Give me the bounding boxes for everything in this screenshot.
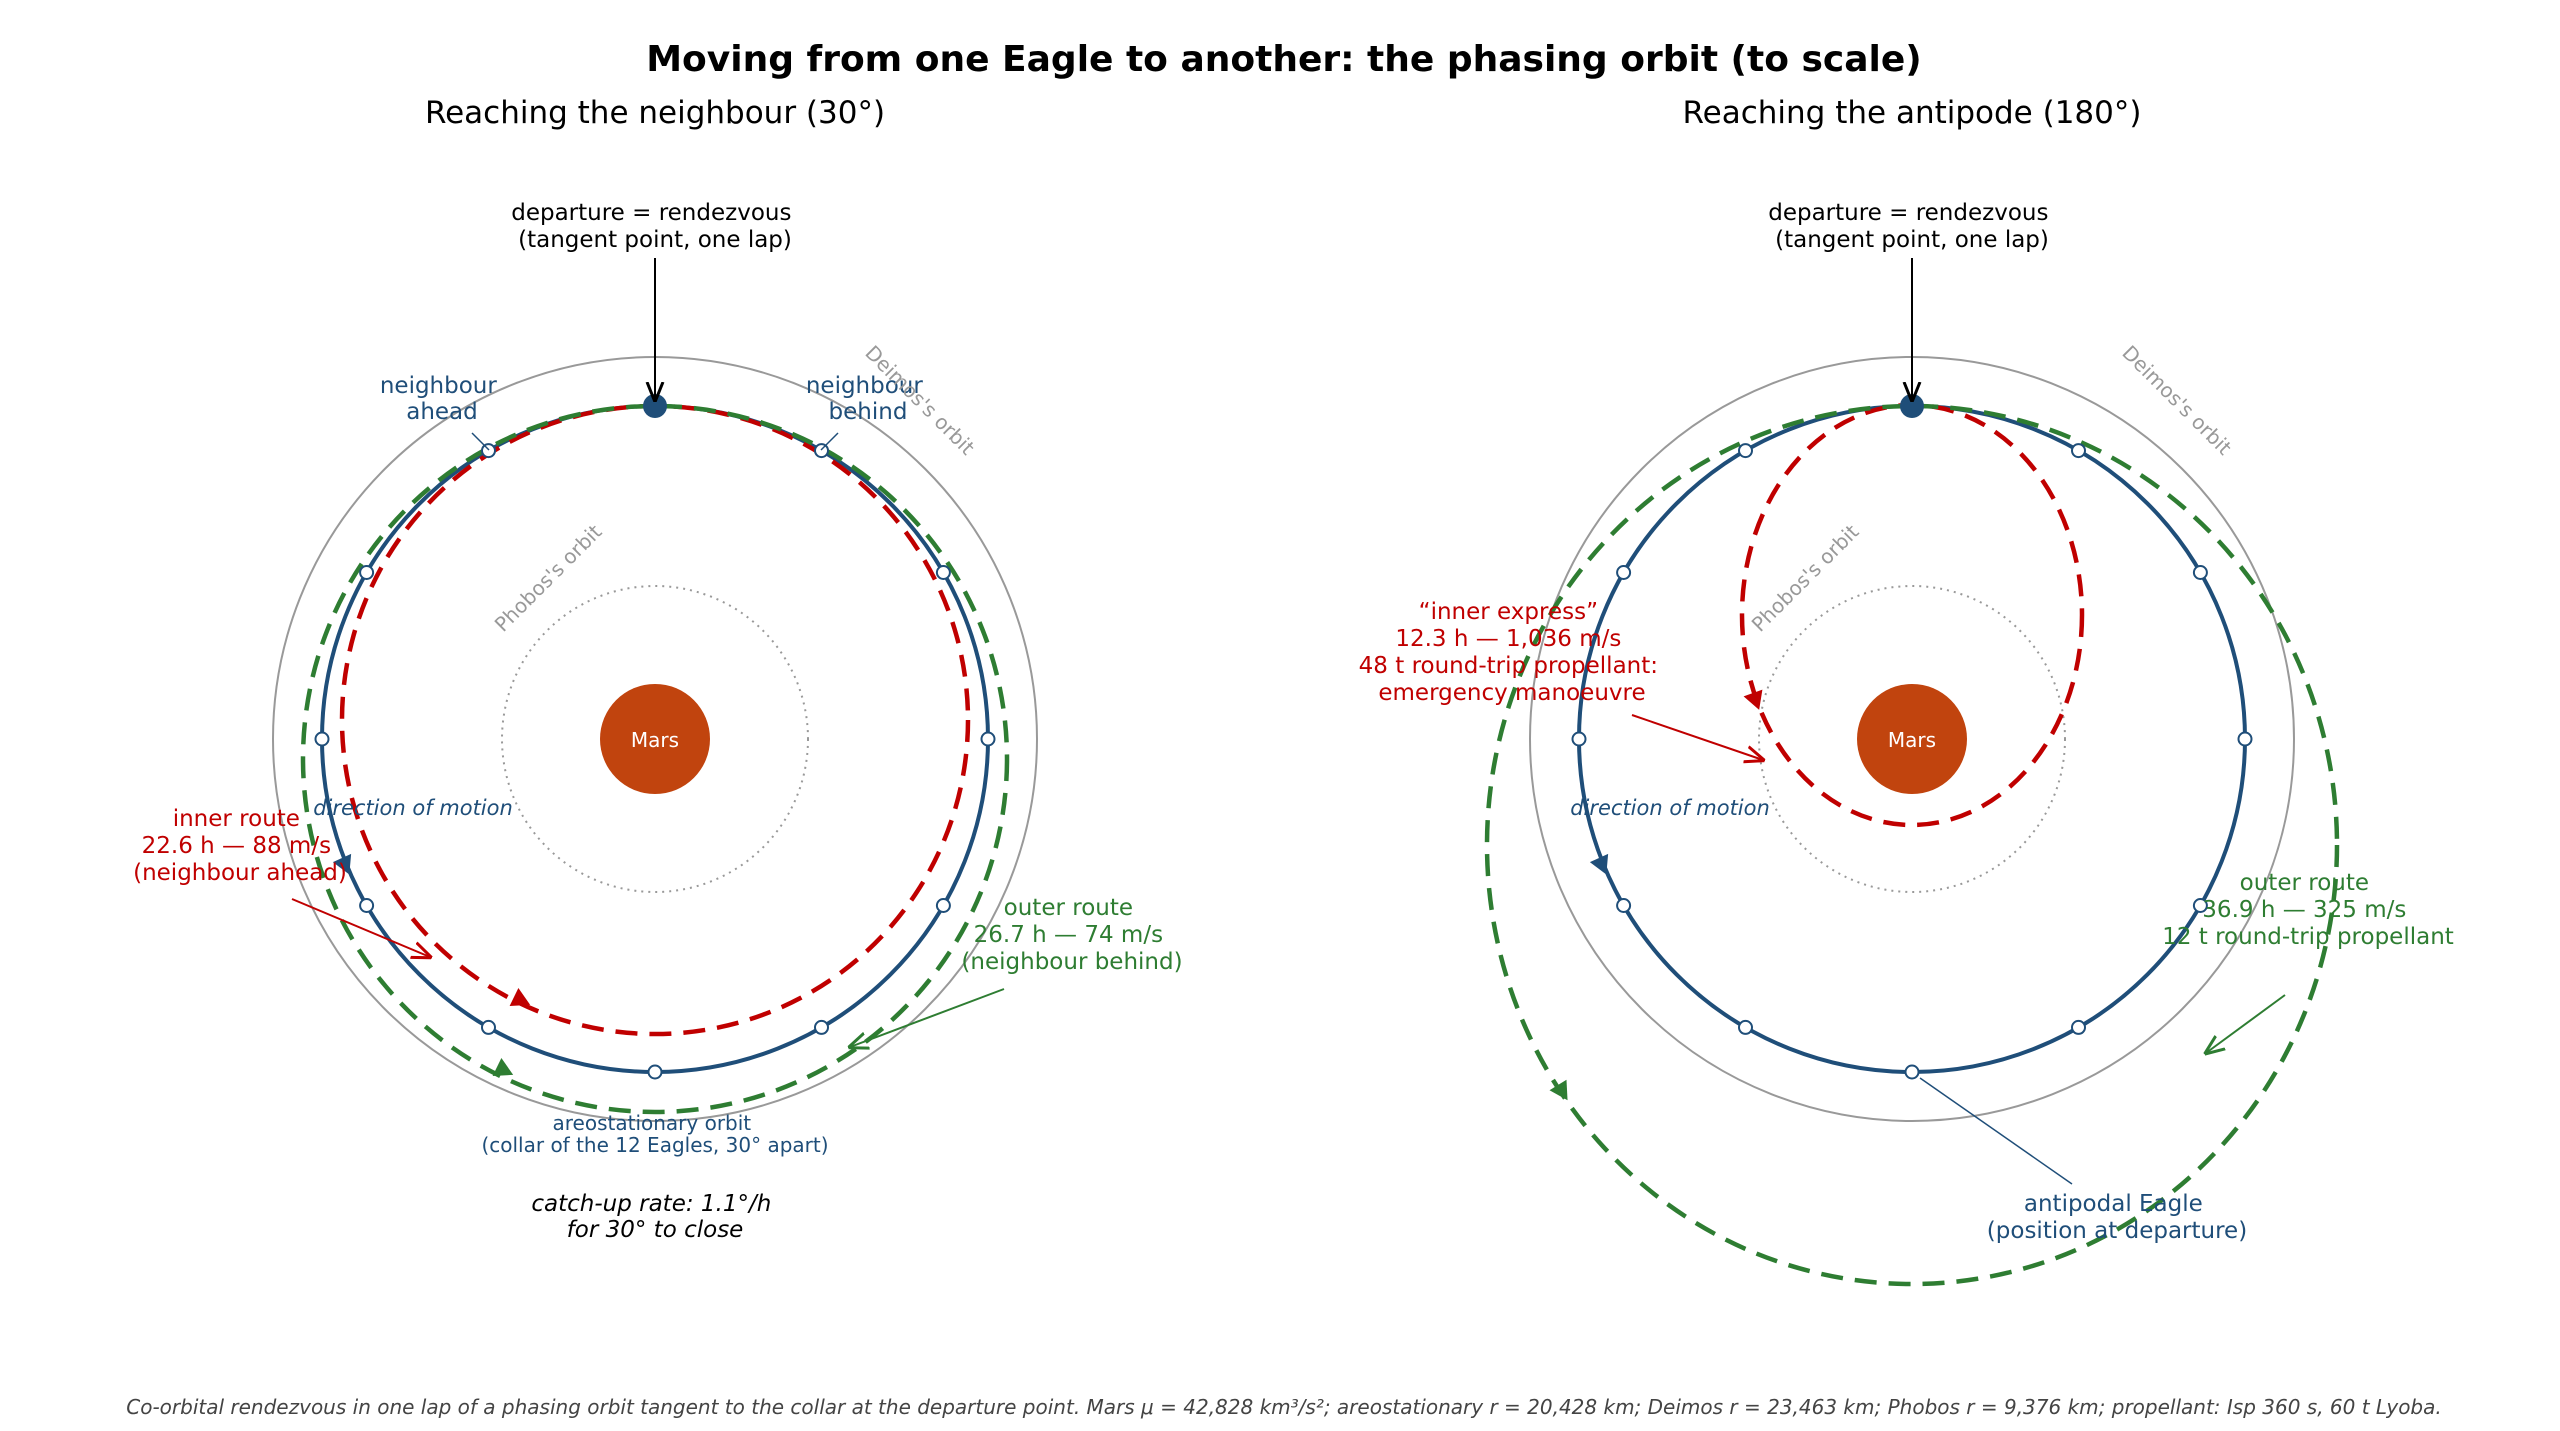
panel2-eagle-marker <box>1616 565 1632 580</box>
panel1-eagles <box>314 443 996 1080</box>
panel1-neighbour-ahead-pointer <box>471 432 490 451</box>
panel1-inner-route-pointer <box>291 898 430 957</box>
panel2-outer-route-label: outer route 36.9 h — 325 m/s 12 t round-… <box>2162 870 2454 950</box>
panel2-subtitle: Reaching the antipode (180°) <box>1683 95 2142 131</box>
panel1-mars <box>600 684 710 794</box>
panel1-eagle-marker <box>481 443 496 459</box>
panel1-collar-direction-arrowhead <box>332 853 352 875</box>
panel1-departure-label: departure = rendezvous (tangent point, o… <box>511 200 799 253</box>
panel2-outer-route-pointer <box>2206 994 2286 1053</box>
panel2-eagle-marker <box>1571 731 1587 747</box>
panel2-outer-route <box>1484 403 2340 1287</box>
panel1-outer-route-pointer <box>850 988 1005 1047</box>
panel1-eagle-marker <box>359 898 375 913</box>
panel2-phobos-orbit <box>1758 585 2066 893</box>
panel1-outer-direction-arrowhead <box>492 1058 514 1076</box>
panel2-antipodal-label: antipodal Eagle (position at departure) <box>1987 1191 2247 1244</box>
panel1-outer-route-label: outer route 26.7 h — 74 m/s (neighbour b… <box>961 895 1182 975</box>
panel1-eagle-marker <box>814 1019 829 1035</box>
panel2-eagle-marker <box>2071 443 2086 459</box>
panel1-eagle-marker <box>935 565 951 580</box>
panel1-mars-label: Mars <box>631 728 679 752</box>
panel1-eagle-marker <box>935 898 951 913</box>
footnote: Co-orbital rendezvous in one lap of a ph… <box>126 1395 2441 1419</box>
panel2-deimos-label: Deimos's orbit <box>2117 341 2236 460</box>
panel1-outer-route <box>300 403 1010 1115</box>
panel2-diagram: Mars departure = rendezvous (tangent poi… <box>1359 200 2454 1287</box>
panel1-eagle-marker <box>481 1019 496 1035</box>
panel2-inner-express-label: “inner express” 12.3 h — 1,036 m/s 48 t … <box>1359 599 1666 706</box>
figure-title: Moving from one Eagle to another: the ph… <box>646 39 1922 80</box>
panel2-eagle-marker <box>1904 1064 1920 1080</box>
panel1-phobos-orbit <box>501 585 809 893</box>
panel2-collar-direction-arrowhead <box>1589 853 1609 875</box>
panel1-neighbour-behind-label: neighbour behind <box>806 373 930 425</box>
panel2-inner-express-pointer <box>1631 714 1763 760</box>
panel2-mars <box>1857 684 1967 794</box>
panel1-inner-route-label: inner route 22.6 h — 88 m/s (neighbour a… <box>133 806 347 886</box>
panel2-antipodal-pointer <box>1919 1077 2073 1185</box>
panel2-eagle-marker <box>2071 1019 2086 1035</box>
panel2-inner-direction-arrowhead <box>1743 689 1763 710</box>
panel1-eagle-marker <box>314 731 330 747</box>
panel1-neighbour-behind-pointer <box>820 432 839 451</box>
panel1-eagle-marker <box>647 1064 663 1080</box>
panel1-neighbour-ahead-label: neighbour ahead <box>380 373 504 425</box>
panel2-outer-direction-arrowhead <box>1549 1079 1568 1101</box>
panel1-direction-label: direction of motion <box>313 796 513 820</box>
panel2-eagles <box>1571 443 2253 1080</box>
panel2-eagle-marker <box>2237 731 2253 747</box>
panel1-eagle-marker <box>814 443 829 459</box>
panel2-mars-label: Mars <box>1888 728 1936 752</box>
panel1-subtitle: Reaching the neighbour (30°) <box>425 95 885 131</box>
panel1-inner-direction-arrowhead <box>509 988 531 1006</box>
panel2-eagle-marker <box>1738 443 1753 459</box>
panel1-phobos-label: Phobos's orbit <box>490 520 607 637</box>
panel2-eagle-marker <box>1738 1019 1753 1035</box>
panel1-catchup-label: catch-up rate: 1.1°/h for 30° to close <box>531 1191 778 1243</box>
panel1-diagram: Mars departure = rendezvous (tangent poi… <box>133 200 1182 1243</box>
panel2-departure-label: departure = rendezvous (tangent point, o… <box>1768 200 2056 253</box>
panel2-phobos-label: Phobos's orbit <box>1747 520 1864 637</box>
panel1-eagle-marker <box>980 731 996 747</box>
panel2-eagle-marker <box>2192 565 2208 580</box>
panel2-direction-label: direction of motion <box>1570 796 1770 820</box>
panel2-eagle-marker <box>2192 898 2208 913</box>
panel1-collar-label: areostationary orbit (collar of the 12 E… <box>481 1111 828 1157</box>
panel2-eagle-marker <box>1616 898 1632 913</box>
panel1-eagle-marker <box>359 565 375 580</box>
